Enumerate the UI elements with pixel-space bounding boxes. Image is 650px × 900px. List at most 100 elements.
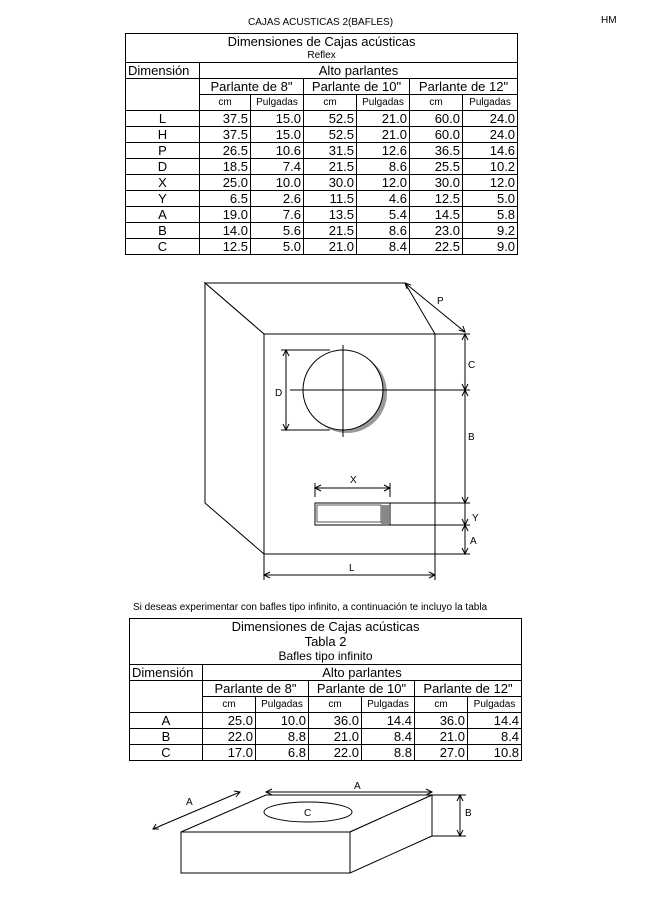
value-cm: 52.5: [303, 110, 357, 127]
value-inches: 10.6: [250, 142, 304, 159]
dim-p-arrow-end: [458, 325, 466, 333]
value-inches: 10.0: [255, 712, 309, 729]
label-p: P: [437, 296, 444, 307]
table1-dimension-header: Dimensión: [125, 62, 200, 79]
label-a: A: [470, 536, 477, 547]
value-cm: 11.5: [303, 190, 357, 207]
value-cm: 27.0: [414, 744, 468, 761]
dim-c-arrow-top: [461, 332, 469, 341]
value-inches: 8.6: [356, 222, 410, 239]
value-cm: 6.5: [199, 190, 251, 207]
dimension-label: L: [125, 110, 200, 127]
value-cm: 36.0: [414, 712, 468, 729]
label-b: B: [465, 808, 472, 819]
value-inches: 5.0: [250, 238, 304, 255]
reflex-box-diagram: P C D B X Y A L: [203, 281, 479, 580]
label-c: C: [468, 360, 475, 371]
value-inches: 14.4: [466, 712, 523, 729]
dim-a-top-arrow-left: [264, 788, 273, 796]
infinite-baffle-diagram: A A C B: [152, 781, 472, 874]
value-cm: 17.0: [202, 744, 256, 761]
table1-speaker-12: Parlante de 12": [408, 78, 519, 95]
dim-a-arrow-top: [461, 523, 469, 532]
value-inches: 7.6: [250, 206, 304, 223]
value-cm: 14.5: [409, 206, 463, 223]
value-inches: 8.4: [361, 728, 415, 745]
value-cm: 22.5: [409, 238, 463, 255]
table2-title: Dimensiones de Cajas acústicas: [128, 618, 523, 634]
label-d: D: [275, 388, 282, 399]
value-inches: 12.0: [461, 174, 519, 191]
value-cm: 37.5: [199, 110, 251, 127]
value-cm: 19.0: [199, 206, 251, 223]
dim-b-arrow-bottom: [461, 496, 469, 505]
table2-speaker-8: Parlante de 8": [202, 680, 309, 697]
infinite-baffle-table: Dimensiones de Cajas acústicas Tabla 2 B…: [128, 618, 523, 761]
table1-blank-cell: [125, 94, 200, 111]
value-inches: 8.6: [356, 158, 410, 175]
value-cm: 22.0: [308, 744, 362, 761]
dim-b-arrow-top: [456, 793, 464, 802]
table2-unit-cm: cm: [414, 696, 468, 713]
table1-subtitle: Reflex: [124, 49, 519, 63]
value-inches: 8.8: [255, 728, 309, 745]
dim-a-left-line: [152, 791, 241, 830]
label-c: C: [304, 808, 311, 819]
value-inches: 9.0: [461, 238, 519, 255]
value-cm: 31.5: [303, 142, 357, 159]
table1-unit-cm: cm: [303, 94, 357, 111]
table2-blank-cell: [129, 680, 203, 697]
dimension-label: D: [125, 158, 200, 175]
label-l: L: [349, 563, 355, 574]
document-title: CAJAS ACUSTICAS 2(BAFLES): [248, 17, 394, 28]
value-cm: 25.0: [202, 712, 256, 729]
port-shadow: [381, 505, 389, 524]
value-cm: 25.5: [409, 158, 463, 175]
value-cm: 30.0: [409, 174, 463, 191]
label-a-top: A: [354, 781, 361, 792]
table2-subtitle: Tabla 2: [128, 634, 523, 649]
value-inches: 8.4: [356, 238, 410, 255]
table1-unit-in: Pulgadas: [461, 94, 519, 111]
dimension-label: A: [129, 712, 203, 729]
table2-unit-in: Pulgadas: [255, 696, 309, 713]
value-cm: 21.0: [414, 728, 468, 745]
dim-b-arrow-top: [461, 388, 469, 397]
label-a-left: A: [186, 797, 193, 808]
table2-dimension-header: Dimensión: [129, 664, 203, 681]
table1-speaker-8: Parlante de 8": [199, 78, 304, 95]
dimension-label: P: [125, 142, 200, 159]
value-cm: 60.0: [409, 110, 463, 127]
value-inches: 8.4: [466, 728, 523, 745]
value-cm: 12.5: [409, 190, 463, 207]
value-cm: 25.0: [199, 174, 251, 191]
value-inches: 6.8: [255, 744, 309, 761]
value-inches: 14.4: [361, 712, 415, 729]
table1-blank-cell: [125, 78, 200, 95]
label-b: B: [468, 432, 475, 443]
speaker-hole: [263, 801, 353, 823]
value-inches: 10.8: [466, 744, 523, 761]
port-inner: [316, 504, 382, 523]
value-inches: 15.0: [250, 126, 304, 143]
infinite-baffle-note: Si deseas experimentar con bafles tipo i…: [133, 602, 488, 613]
value-inches: 7.4: [250, 158, 304, 175]
value-cm: 37.5: [199, 126, 251, 143]
dimension-label: X: [125, 174, 200, 191]
table1-unit-cm: cm: [409, 94, 463, 111]
dim-a-top-arrow-right: [425, 788, 434, 796]
value-inches: 9.2: [461, 222, 519, 239]
value-inches: 5.8: [461, 206, 519, 223]
value-cm: 22.0: [202, 728, 256, 745]
dim-p-line: [404, 282, 466, 333]
value-cm: 21.5: [303, 222, 357, 239]
value-inches: 12.0: [356, 174, 410, 191]
table2-blank-cell: [129, 696, 203, 713]
